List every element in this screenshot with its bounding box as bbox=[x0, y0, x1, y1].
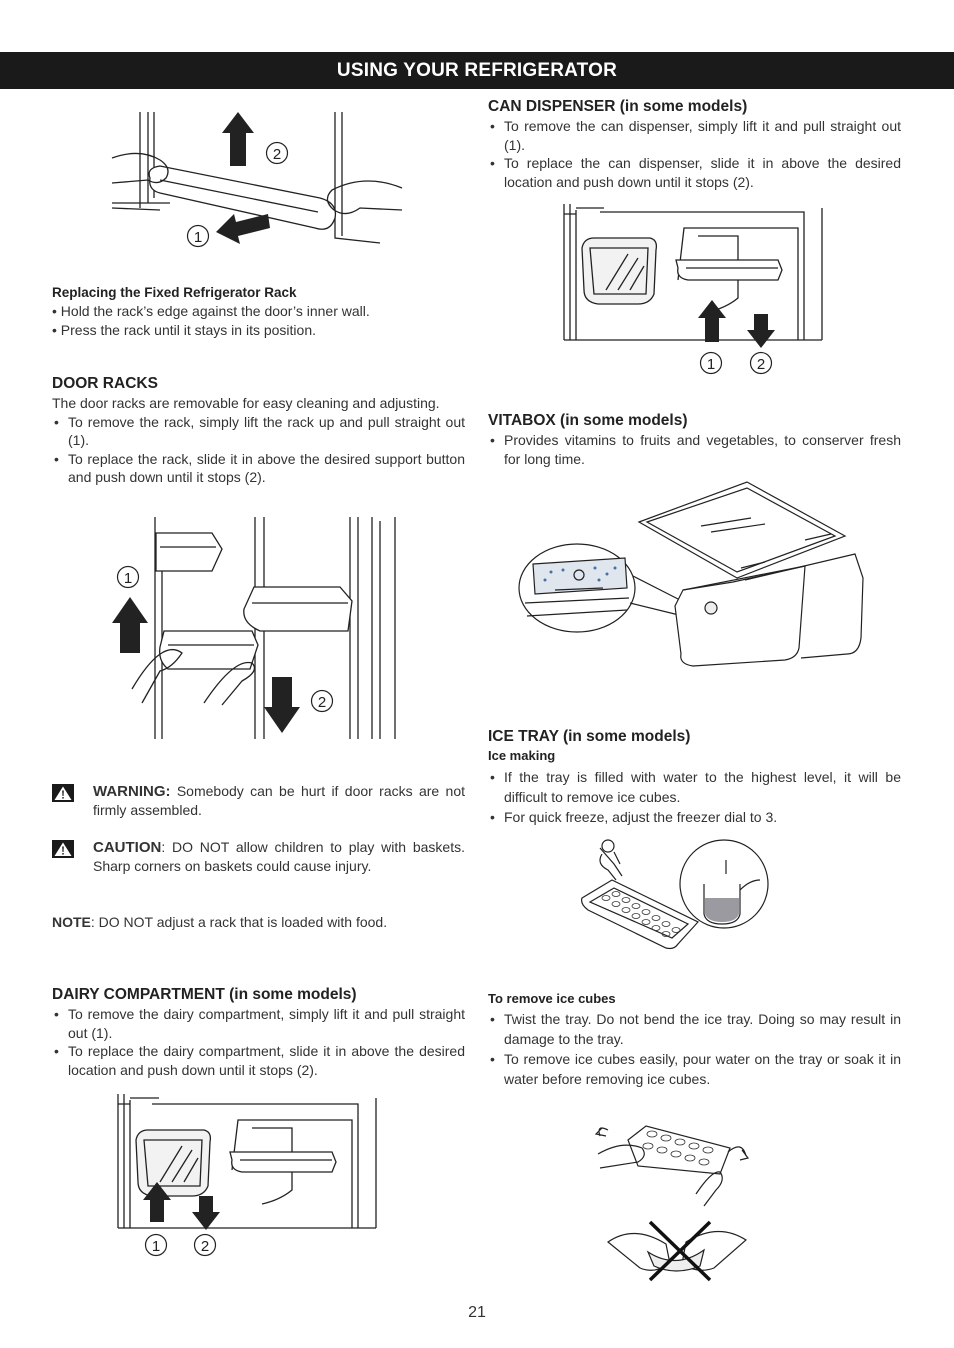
vitabox-heading: VITABOX (in some models) bbox=[488, 412, 688, 429]
remove-cubes-bullet: To remove ice cubes easily, pour water o… bbox=[488, 1049, 901, 1089]
ice-tray-section: ICE TRAY (in some models) Ice making If … bbox=[488, 727, 901, 827]
remove-cubes-bullet: Twist the tray. Do not bend the ice tray… bbox=[488, 1009, 901, 1049]
warning-triangle-icon bbox=[52, 784, 74, 802]
callout-1: 1 bbox=[194, 229, 202, 246]
vitabox-bullet: Provides vitamins to fruits and vegetabl… bbox=[488, 431, 901, 468]
dairy-bullet: To replace the dairy compartment, slide … bbox=[52, 1042, 465, 1079]
page-header: USING YOUR REFRIGERATOR bbox=[0, 52, 954, 89]
dairy-heading: DAIRY COMPARTMENT (in some models) bbox=[52, 986, 357, 1003]
fixed-rack-illustration: 2 1 bbox=[111, 112, 403, 248]
callout-1: 1 bbox=[152, 1238, 160, 1255]
warning-label: WARNING: bbox=[93, 783, 171, 800]
remove-cubes-section: To remove ice cubes Twist the tray. Do n… bbox=[488, 990, 901, 1089]
can-dispenser-heading: CAN DISPENSER (in some models) bbox=[488, 98, 748, 115]
ice-tray-bullet: For quick freeze, adjust the freezer dia… bbox=[488, 807, 901, 827]
callout-2: 2 bbox=[273, 146, 281, 163]
caution-triangle-icon bbox=[52, 840, 74, 858]
page-number: 21 bbox=[468, 1304, 486, 1321]
callout-2: 2 bbox=[757, 356, 765, 373]
can-dispenser-section: CAN DISPENSER (in some models) To remove… bbox=[488, 97, 901, 191]
warning-notice: WARNING: Somebody can be hurt if door ra… bbox=[52, 782, 465, 820]
door-racks-section: DOOR RACKS The door racks are removable … bbox=[52, 374, 465, 487]
ice-making-subheading: Ice making bbox=[488, 748, 556, 763]
ice-tray-heading: ICE TRAY (in some models) bbox=[488, 728, 691, 745]
can-dispenser-bullet: To replace the can dispenser, slide it i… bbox=[488, 154, 901, 191]
door-racks-bullet: To replace the rack, slide it in above t… bbox=[52, 450, 465, 487]
can-dispenser-bullet: To remove the can dispenser, simply lift… bbox=[488, 117, 901, 154]
callout-2: 2 bbox=[201, 1238, 209, 1255]
door-racks-bullet: To remove the rack, simply lift the rack… bbox=[52, 413, 465, 450]
fixed-rack-line: • Hold the rack’s edge against the door’… bbox=[52, 303, 370, 319]
callout-1: 1 bbox=[124, 570, 132, 587]
dairy-section: DAIRY COMPARTMENT (in some models) To re… bbox=[52, 985, 465, 1079]
vitabox-section: VITABOX (in some models) Provides vitami… bbox=[488, 411, 901, 468]
caution-notice: CAUTION: DO NOT allow children to play w… bbox=[52, 838, 465, 876]
note-label: NOTE bbox=[52, 914, 91, 930]
fixed-rack-heading: Replacing the Fixed Refrigerator Rack bbox=[52, 285, 297, 300]
fixed-rack-section: Replacing the Fixed Refrigerator Rack • … bbox=[52, 284, 465, 340]
vitabox-illustration bbox=[518, 481, 864, 667]
door-racks-intro: The door racks are removable for easy cl… bbox=[52, 395, 440, 411]
remove-cubes-heading: To remove ice cubes bbox=[488, 991, 616, 1006]
callout-2: 2 bbox=[318, 694, 326, 711]
note-text: : DO NOT adjust a rack that is loaded wi… bbox=[90, 914, 388, 930]
warning-text: Somebody can be hurt if door racks are n… bbox=[93, 783, 465, 818]
can-dispenser-illustration: 1 2 bbox=[563, 204, 823, 375]
callout-1: 1 bbox=[707, 356, 715, 373]
ice-tray-filling-illustration bbox=[581, 839, 769, 950]
dairy-bullet: To remove the dairy compartment, simply … bbox=[52, 1005, 465, 1042]
door-racks-illustration: 1 2 bbox=[112, 517, 396, 739]
do-not-bend-illustration bbox=[607, 1220, 747, 1282]
dairy-compartment-illustration: 1 2 bbox=[117, 1094, 377, 1257]
twist-tray-illustration bbox=[594, 1125, 750, 1207]
door-racks-heading: DOOR RACKS bbox=[52, 375, 158, 392]
note: NOTE: DO NOT adjust a rack that is loade… bbox=[52, 913, 465, 932]
fixed-rack-line: • Press the rack until it stays in its p… bbox=[52, 322, 317, 338]
caution-label: CAUTION bbox=[93, 839, 162, 856]
caution-text: : DO NOT allow children to play with bas… bbox=[93, 839, 465, 874]
ice-tray-bullet: If the tray is filled with water to the … bbox=[488, 767, 901, 807]
